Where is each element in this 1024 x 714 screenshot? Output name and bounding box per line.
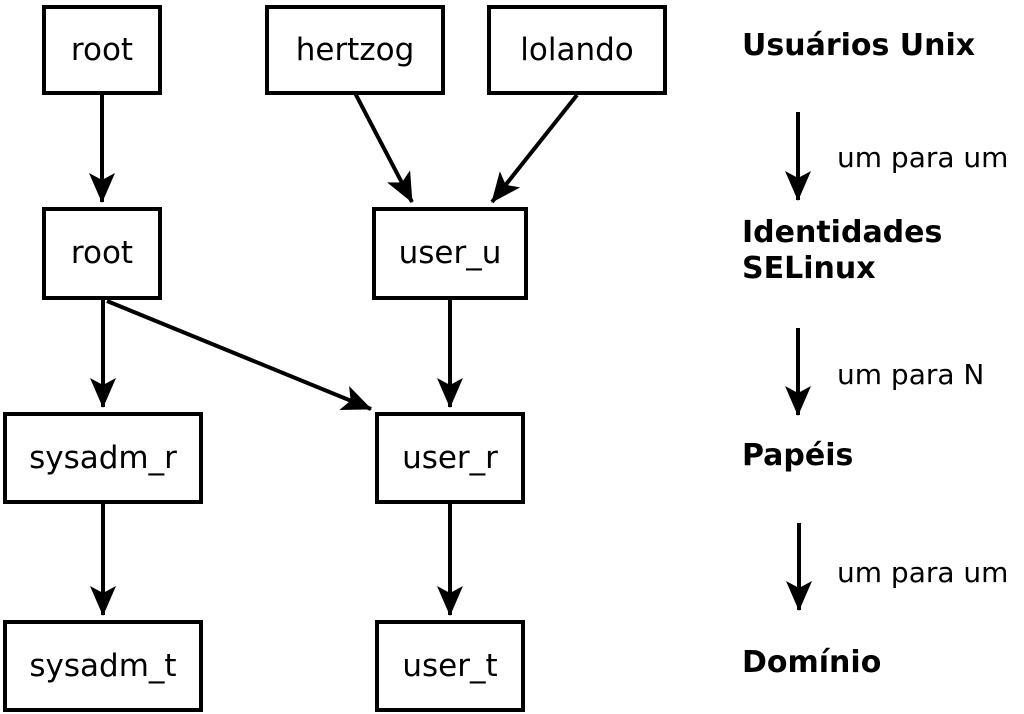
legend-identities-line1: Identidades bbox=[742, 215, 943, 250]
node-unix-user-hertzog: hertzog bbox=[265, 5, 445, 95]
legend-mapping-one-to-n-label: um para N bbox=[837, 358, 985, 391]
edge-lolando-to-useru bbox=[490, 93, 579, 204]
legend-unix-users-label: Usuários Unix bbox=[742, 28, 976, 63]
node-role-sysadm-r: sysadm_r bbox=[3, 412, 203, 504]
legend-domain-label: Domínio bbox=[742, 645, 882, 680]
edge-hertzog-to-useru bbox=[353, 92, 414, 203]
legend-mapping-one-to-one-label: um para um bbox=[837, 141, 1009, 174]
legend-mapping-one-to-one-2-label: um para um bbox=[837, 556, 1009, 589]
legend-identities-line2: SELinux bbox=[742, 251, 876, 286]
node-unix-user-root: root bbox=[42, 5, 162, 95]
legend-selinux-identities-label: Identidades SELinux bbox=[742, 215, 942, 287]
node-unix-user-lolando: lolando bbox=[487, 5, 667, 95]
node-domain-user-t: user_t bbox=[375, 620, 525, 712]
node-selinux-identity-user-u: user_u bbox=[372, 207, 528, 300]
legend-roles-label: Papéis bbox=[742, 438, 854, 473]
edge-selroot-to-userr bbox=[106, 299, 372, 411]
node-domain-sysadm-t: sysadm_t bbox=[3, 620, 203, 712]
node-role-user-r: user_r bbox=[375, 412, 525, 504]
node-selinux-identity-root: root bbox=[42, 207, 162, 300]
